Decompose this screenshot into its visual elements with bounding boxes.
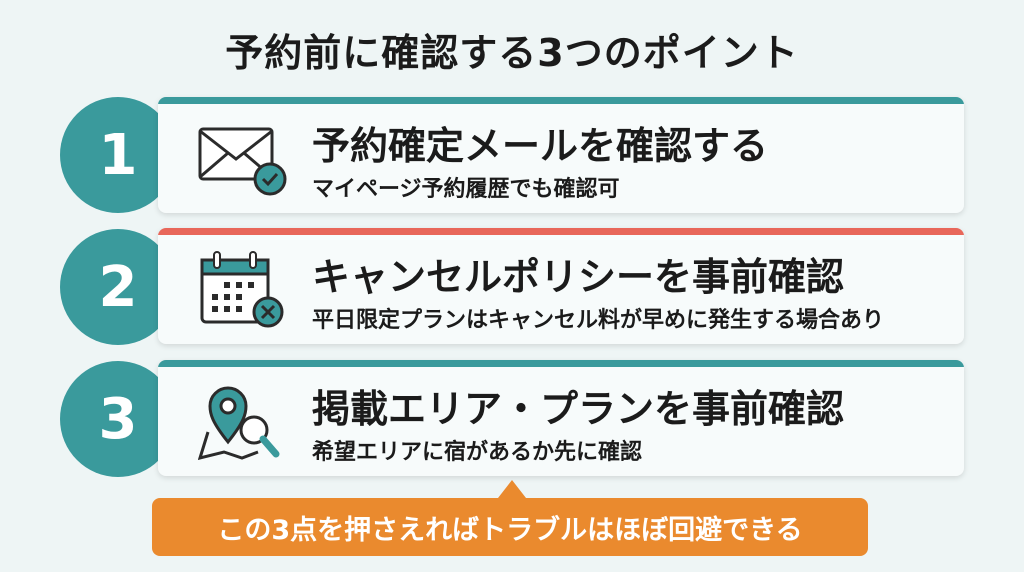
point-heading: 予約確定メールを確認する	[312, 124, 769, 168]
page-title: 予約前に確認する3つのポイント	[225, 31, 799, 75]
summary-callout: この3点を押さえればトラブルはほぼ回避できる	[152, 480, 868, 556]
card-accent-bar	[158, 97, 964, 104]
card-accent-bar	[158, 360, 964, 367]
envelope-check-icon	[198, 127, 287, 196]
calendar-cancel-icon	[200, 251, 284, 328]
point-card-1: 予約確定メールを確認する マイページ予約履歴でも確認可	[158, 97, 964, 213]
step-number-3: 3	[60, 361, 176, 477]
point-subtext: 平日限定プランはキャンセル料が早めに発生する場合あり	[312, 308, 885, 333]
point-card-3: 掲載エリア・プランを事前確認 希望エリアに宿があるか先に確認	[158, 360, 964, 476]
step-number-1: 1	[60, 97, 176, 213]
point-subtext: マイページ予約履歴でも確認可	[312, 177, 620, 202]
step-number-2: 2	[60, 229, 176, 345]
point-heading: 掲載エリア・プランを事前確認	[312, 387, 845, 431]
point-subtext: 希望エリアに宿があるか先に確認	[312, 440, 643, 465]
map-pin-search-icon	[198, 386, 280, 461]
point-card-2: キャンセルポリシーを事前確認 平日限定プランはキャンセル料が早めに発生する場合あ…	[158, 228, 964, 344]
point-heading: キャンセルポリシーを事前確認	[312, 255, 845, 299]
card-accent-bar	[158, 228, 964, 235]
